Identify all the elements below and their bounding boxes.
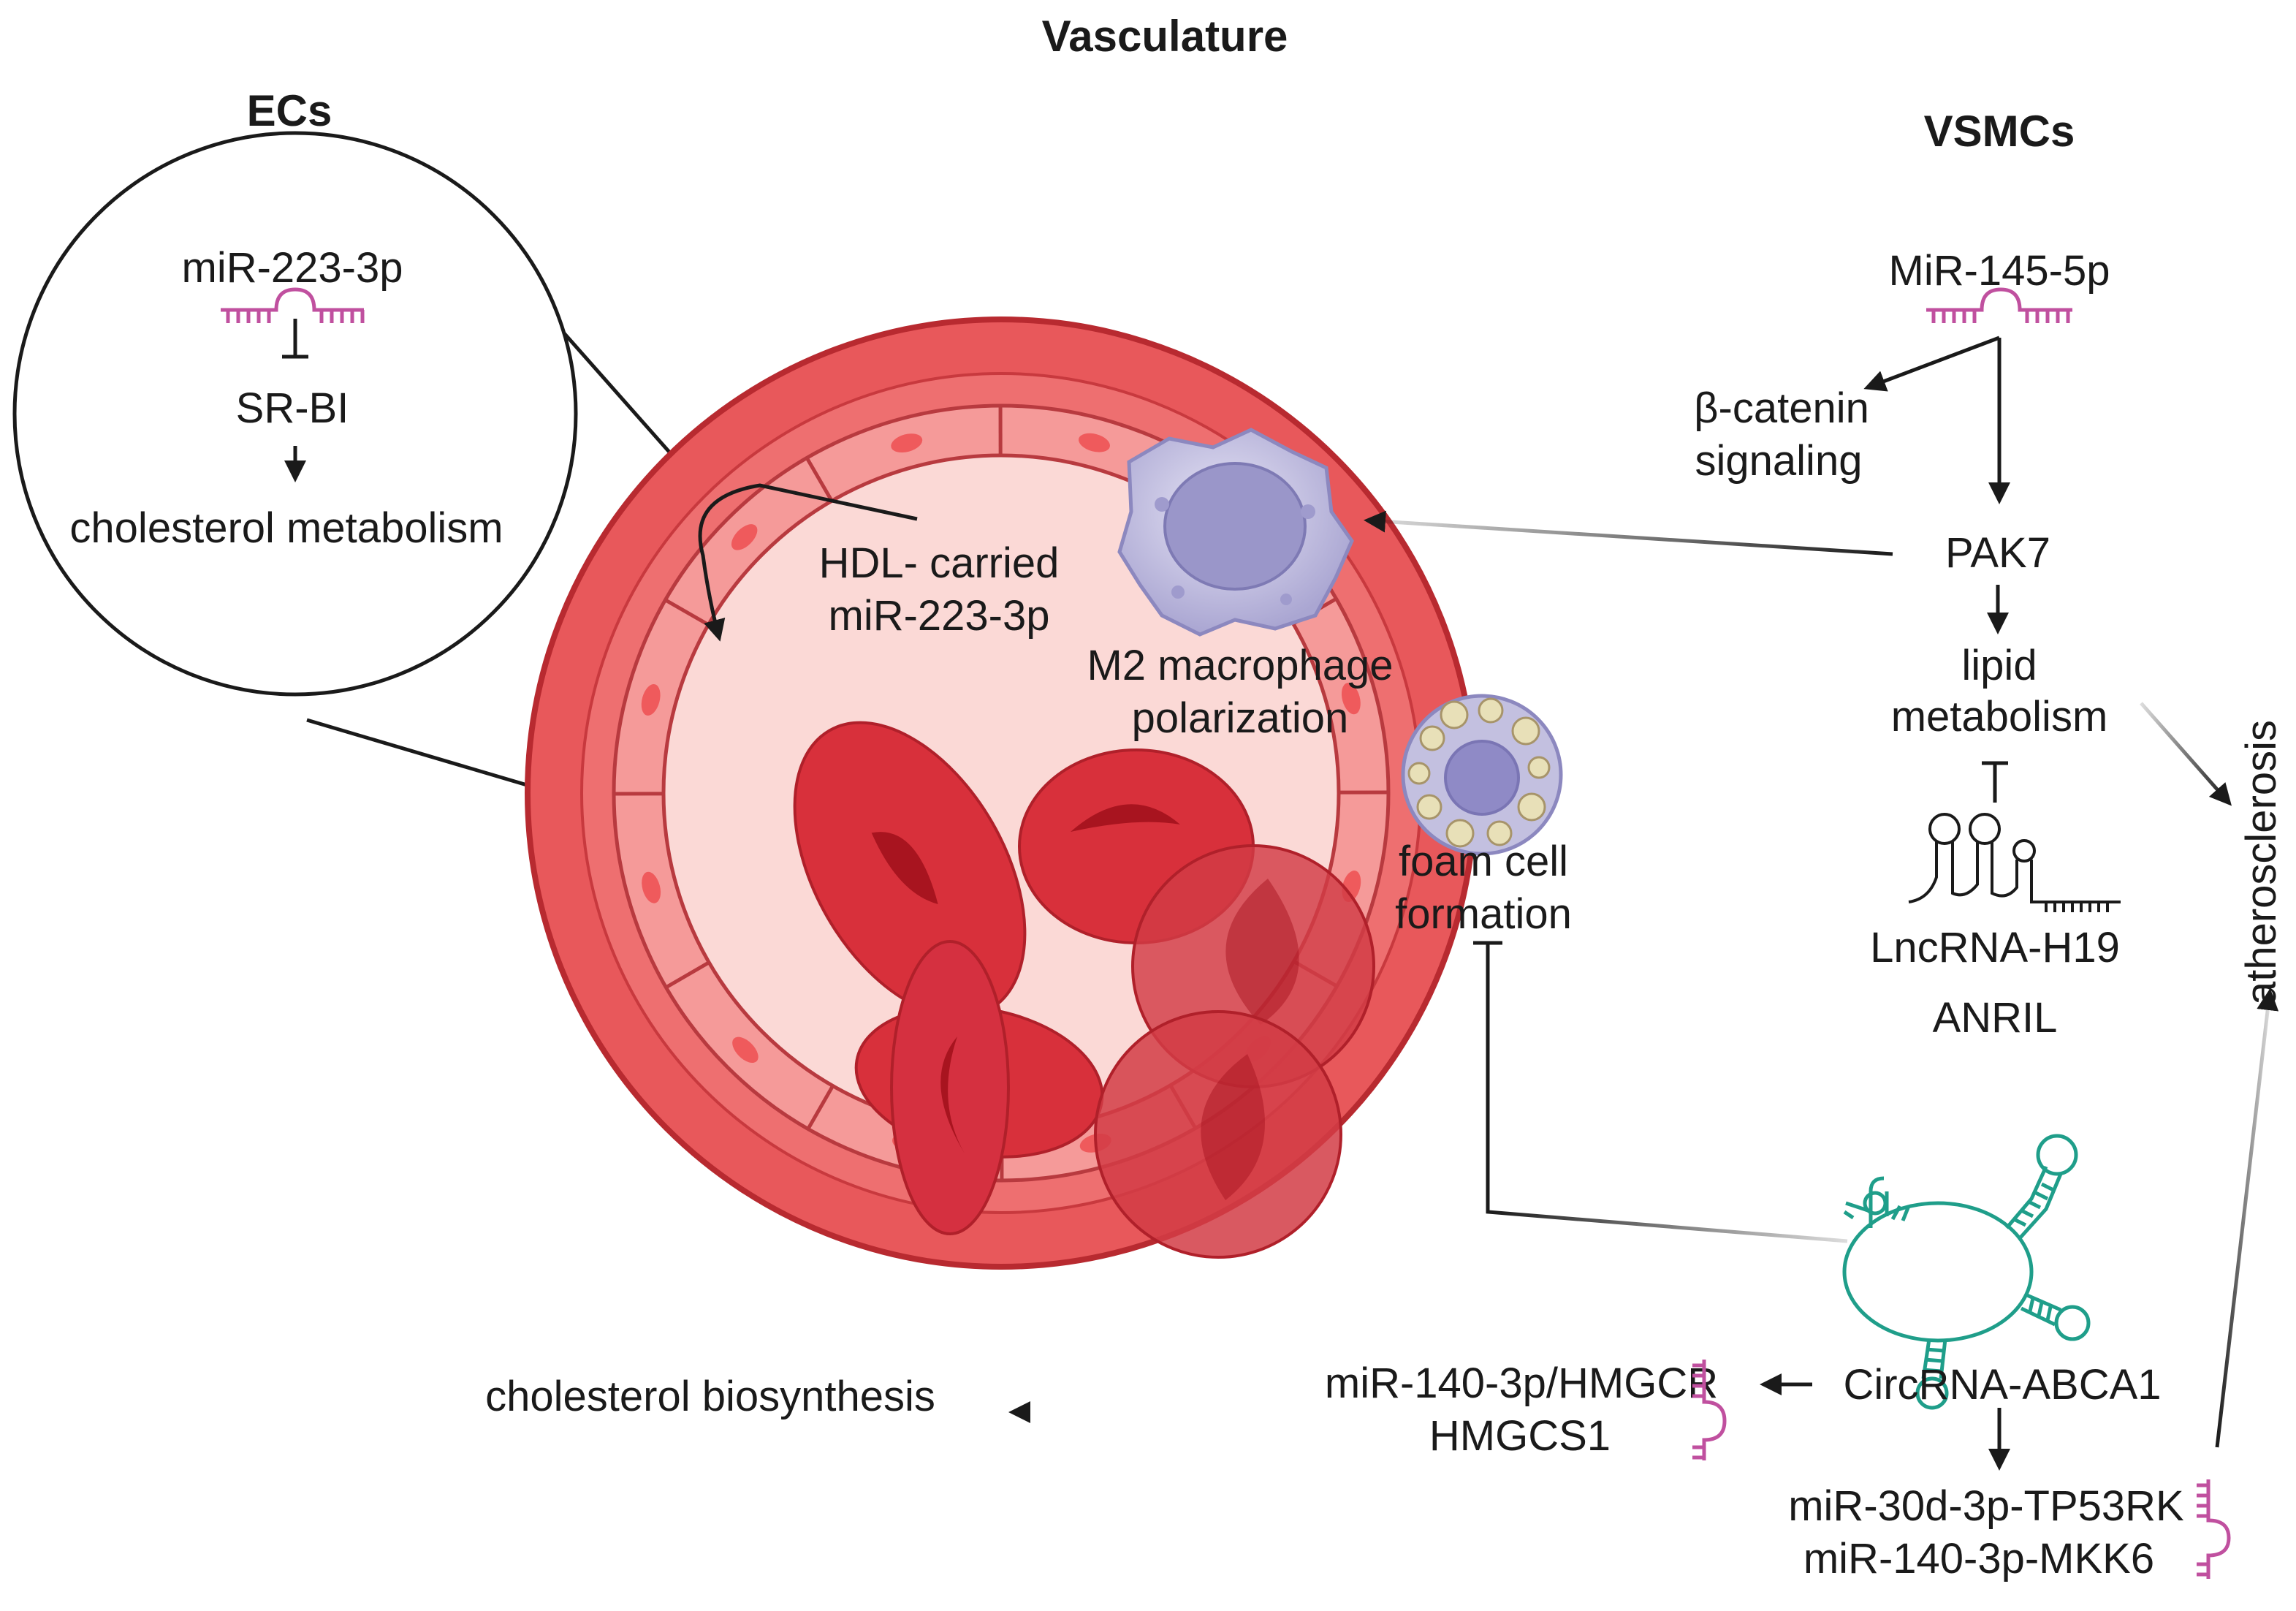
endothelial-nucleus	[732, 1036, 759, 1064]
inhibition-icon	[282, 319, 308, 359]
endothelial-nucleus	[642, 871, 661, 903]
ecs-heading: ECs	[247, 86, 332, 135]
endothelial-nucleus	[891, 433, 923, 453]
red-blood-cells	[793, 721, 1375, 1259]
ecs-outcome-label: cholesterol metabolism	[69, 504, 503, 552]
foam-label-line2: formation	[1395, 890, 1572, 938]
foam-cell-icon	[1401, 694, 1563, 856]
circrna-icon	[1842, 1134, 2091, 1410]
endothelial-nucleus	[641, 684, 661, 716]
atherosclerosis-label: atherosclerosis	[2238, 720, 2285, 1005]
lncrna-label: LncRNA-H19	[1870, 924, 2120, 971]
mirna-hairpin-icon	[2197, 1479, 2231, 1579]
endothelial-nucleus	[731, 524, 758, 550]
endothelial-junction	[664, 598, 710, 626]
biosynthesis-label: cholesterol biosynthesis	[485, 1373, 935, 1420]
ecs-target-label: SR-BI	[236, 384, 349, 432]
circrna-pathway: CircRNA-ABCA1 miR-140-3p/HMGCR HMGCS1 ch…	[485, 941, 2279, 1582]
endothelial-junction	[665, 960, 710, 989]
vsmcs-mirna-label: MiR-145-5p	[1889, 247, 2110, 295]
macrophage-label-line1: M2 macrophage	[1087, 642, 1393, 689]
catenin-label-line2: signaling	[1695, 437, 1863, 485]
pak7-label: PAK7	[1945, 529, 2050, 577]
inhibition-line-foam	[1486, 943, 1848, 1243]
endothelial-nucleus	[1079, 433, 1110, 452]
circrna-label: CircRNA-ABCA1	[1843, 1361, 2161, 1409]
macrophage-label-line2: polarization	[1132, 694, 1349, 742]
arrow-to-atherosclerosis	[2140, 702, 2232, 806]
mkk6-label: miR-140-3p-MKK6	[1803, 1535, 2154, 1582]
hdl-label-line2: miR-223-3p	[829, 592, 1050, 640]
endothelial-junction	[806, 1085, 835, 1130]
mirna-hairpin-icon	[1692, 1360, 1727, 1460]
blood-vessel: HDL- carried miR-223-3p M2 macrophage po…	[525, 316, 1572, 1270]
vasculature-heading: Vasculature	[1042, 12, 1288, 61]
red-blood-cell	[793, 721, 1027, 1019]
hmgcs1-label: HMGCS1	[1429, 1412, 1611, 1460]
ecs-zoom-panel: miR-223-3p SR-BI cholesterol metabolism	[12, 131, 759, 819]
lncrna-hairpin-icon	[1908, 813, 2121, 912]
hdl-label-line1: HDL- carried	[819, 539, 1060, 587]
vsmcs-pathway: MiR-145-5p β-catenin signaling PAK7 lipi…	[1364, 247, 2285, 1042]
lipid-label-line2: metabolism	[1891, 693, 2108, 740]
red-blood-cell	[890, 940, 1010, 1235]
ecs-mirna-label: miR-223-3p	[182, 244, 403, 292]
mirna-hairpin-icon	[1926, 287, 2072, 323]
m2-macrophage-icon	[1117, 428, 1354, 637]
ecs-zoom-circle	[12, 131, 578, 697]
hmgcr-label: miR-140-3p/HMGCR	[1325, 1360, 1718, 1407]
catenin-label-line1: β-catenin	[1694, 384, 1869, 432]
anril-label: ANRIL	[1933, 994, 2058, 1042]
inhibition-icon	[1982, 761, 2008, 803]
red-blood-cell	[1094, 1010, 1342, 1259]
arrow-mkk6-to-atherosclerosis	[2215, 988, 2279, 1448]
arrow-to-macrophage	[1364, 510, 1893, 556]
endothelial-junction	[805, 457, 834, 502]
vsmcs-heading: VSMCs	[1924, 107, 2075, 156]
endothelial-nucleus	[1341, 683, 1361, 715]
arrow-to-catenin	[1863, 336, 2000, 392]
hdl-uptake-arrow	[698, 483, 918, 642]
lipid-label-line1: lipid	[1961, 642, 2037, 689]
mirna-hairpin-icon	[221, 287, 365, 323]
tp53rk-label: miR-30d-3p-TP53RK	[1788, 1482, 2184, 1530]
foam-label-line1: foam cell	[1399, 838, 1568, 885]
